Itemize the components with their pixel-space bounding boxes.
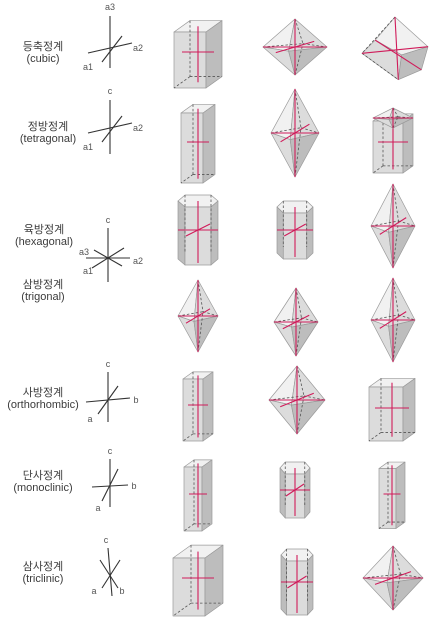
system-name-ko: 삼방정계 (23, 278, 63, 291)
system-label-2: 육방정계(hexagonal) (15, 223, 73, 248)
crystal-hexagonal-bipyramid (370, 183, 416, 269)
system-labels: 등축정계(cubic) 정방정계(tetragonal) 육방정계(hexagona… (7, 40, 79, 585)
axis-label: a2 (133, 123, 143, 133)
system-label-0: 등축정계(cubic) (23, 40, 63, 65)
axis-label: c (108, 446, 113, 456)
axis-line (87, 122, 133, 134)
system-name-en: (tetragonal) (20, 133, 76, 145)
axis-line (107, 547, 113, 597)
crystal-hexagonal-prism (177, 194, 219, 266)
axis-label: c (106, 215, 111, 225)
system-name-ko: 등축정계 (23, 40, 63, 53)
system-label-3: 삼방정계(trigonal) (21, 278, 64, 303)
crystal-hexagonal-prism-short (276, 200, 314, 260)
system-name-en: (monoclinic) (13, 482, 72, 494)
crystal-tetragonal-bipyramid (270, 88, 320, 178)
system-label-4: 사방정계(orthorhombic) (7, 386, 79, 411)
axis-label: c (108, 86, 113, 96)
axis-label: c (104, 535, 109, 545)
axis-label: a3 (105, 2, 115, 12)
axis-diagram-3: c b a (85, 359, 139, 424)
axis-label: a1 (83, 142, 93, 152)
axis-label: a2 (133, 43, 143, 53)
axis-label: b (131, 481, 136, 491)
crystal-trigonal-scalenohedron (273, 287, 319, 357)
system-label-6: 삼사정계(triclinic) (23, 560, 64, 585)
crystal-orthorhombic-pinacoid (368, 378, 416, 442)
axis-diagrams: a3 a2 a1 c a2 a1 c a3 a2 a1 c b a c b a c a b (79, 2, 143, 597)
system-name-ko: 단사정계 (23, 469, 63, 482)
crystal-cubic-cube (173, 20, 223, 89)
crystal-triclinic-prism (280, 548, 314, 616)
system-name-en: (hexagonal) (15, 236, 73, 248)
axis-label: a (91, 586, 96, 596)
axis-line (101, 468, 119, 502)
system-name-ko: 사방정계 (23, 386, 63, 399)
system-name-ko: 육방정계 (24, 223, 64, 236)
axis-line (101, 115, 123, 143)
axis-diagram-5: c a b (91, 535, 125, 597)
axis-line (101, 35, 123, 63)
crystal-cubic-octahedron (262, 18, 328, 76)
system-name-en: (trigonal) (21, 291, 64, 303)
axis-label: a (95, 503, 100, 513)
axis-label: b (133, 395, 138, 405)
axis-diagram-1: c a2 a1 (83, 86, 143, 154)
system-label-1: 정방정계(tetragonal) (20, 120, 76, 145)
axis-line (87, 42, 133, 54)
axis-label: b (119, 586, 124, 596)
crystal-cubic-dodecahedron (361, 16, 429, 81)
crystal-orthorhombic-prism (182, 371, 214, 442)
axis-label: a (87, 414, 92, 424)
axis-label: a1 (83, 266, 93, 276)
crystal-monoclinic-prism-3 (378, 461, 406, 529)
system-name-en: (triclinic) (23, 573, 64, 585)
crystal-tetragonal-prism (180, 104, 216, 184)
crystal-tetragonal-cap (372, 107, 414, 129)
crystal-trigonal-rhombohedron (177, 279, 219, 353)
axis-diagram-0: a3 a2 a1 (83, 2, 143, 72)
axis-label: a3 (79, 247, 89, 257)
crystal-triclinic-form (362, 545, 424, 611)
crystal-monoclinic-prism (183, 459, 213, 532)
system-name-en: (orthorhombic) (7, 399, 79, 411)
axis-label: a1 (83, 62, 93, 72)
axis-diagram-2: c a3 a2 a1 (79, 215, 143, 282)
axis-diagram-4: c b a (91, 446, 137, 513)
axis-line (101, 559, 121, 589)
system-name-ko: 정방정계 (28, 120, 68, 133)
crystal-triclinic-pinacoid (172, 544, 224, 617)
axis-line (97, 385, 119, 415)
axis-line (93, 249, 123, 267)
crystal-drawings (172, 16, 429, 617)
crystal-orthorhombic-bipyramid (268, 365, 326, 435)
system-name-en: (cubic) (26, 53, 59, 65)
system-name-ko: 삼사정계 (23, 560, 63, 573)
crystal-trigonal-bipyramid (370, 277, 416, 363)
system-label-5: 단사정계(monoclinic) (13, 469, 72, 494)
crystal-monoclinic-prism-2 (279, 461, 311, 519)
axis-label: a2 (133, 256, 143, 266)
axis-line (99, 559, 119, 589)
axis-label: c (106, 359, 111, 369)
